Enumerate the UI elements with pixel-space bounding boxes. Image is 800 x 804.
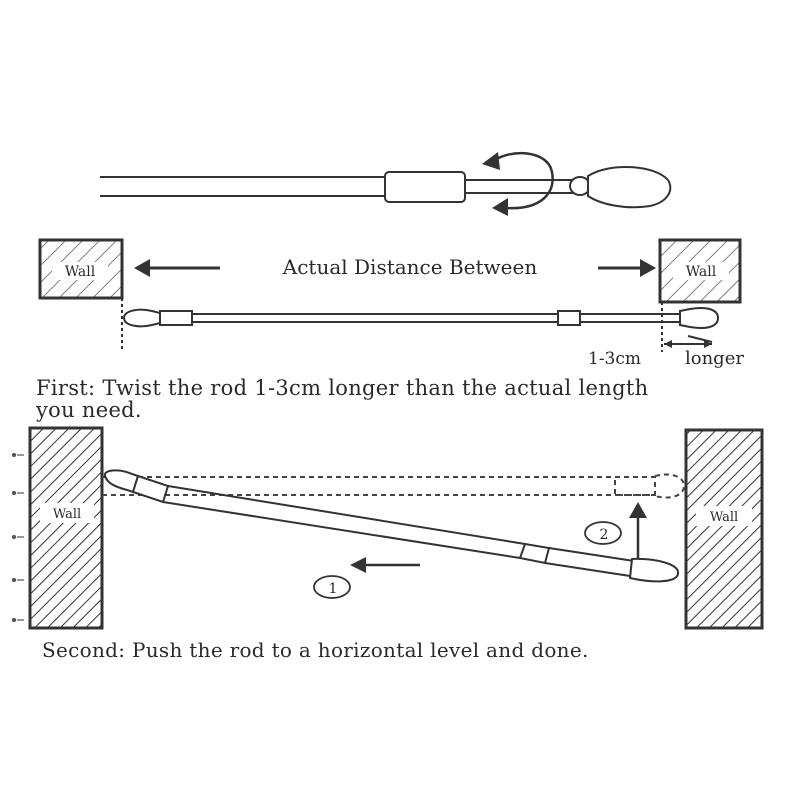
rod-target-dashed <box>102 473 686 499</box>
first-step-line2: you need. <box>36 398 142 422</box>
rod-sleeve <box>384 171 466 203</box>
wall-label-left-top: Wall <box>65 264 96 280</box>
measure-panel: Wall Wall Actual Distance Between 1-3cm … <box>38 238 744 369</box>
rod-end-cap <box>587 166 672 209</box>
twist-detail <box>100 151 672 216</box>
rod-tilted <box>103 469 679 583</box>
longer-label: longer <box>685 348 744 369</box>
distance-label: Actual Distance Between <box>282 255 538 279</box>
wall-left-bottom <box>28 426 104 630</box>
range-label: 1-3cm <box>588 349 641 369</box>
twist-arrow-top <box>491 151 554 210</box>
push-panel: Wall Wall 1 <box>11 426 764 630</box>
step-2-marker-label: 2 <box>600 527 609 543</box>
wall-label-left-bottom: Wall <box>53 507 81 522</box>
wall-label-right-bottom: Wall <box>710 510 738 525</box>
wall-label-right-top: Wall <box>686 264 717 280</box>
first-step-line1: First: Twist the rod 1-3cm longer than t… <box>36 376 649 400</box>
twist-arrowhead-bottom <box>492 198 508 216</box>
rod-extended <box>122 307 720 329</box>
twist-arrowhead-top <box>482 152 500 170</box>
step-2-marker <box>584 521 622 545</box>
step-1-marker <box>313 575 351 599</box>
step-1-marker-label: 1 <box>329 581 338 597</box>
second-step-text: Second: Push the rod to a horizontal lev… <box>42 638 589 662</box>
wall-right-bottom <box>684 428 764 630</box>
